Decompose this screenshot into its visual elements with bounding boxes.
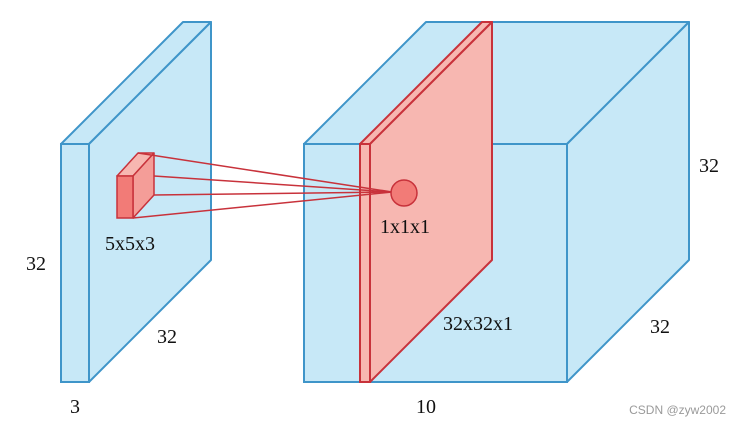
input-height-label: 32 [26, 253, 46, 275]
output-width-label: 32 [650, 316, 670, 338]
input-width-label: 32 [157, 326, 177, 348]
projection-line [132, 191, 393, 219]
filter-cube [116, 152, 155, 219]
activation-map-slice [359, 21, 493, 383]
watermark: CSDN @zyw2002 [629, 403, 726, 417]
input-depth-label: 3 [70, 396, 80, 418]
projection-line [153, 175, 393, 193]
projection-line [153, 191, 393, 196]
input-volume-front-face [60, 143, 90, 383]
projection-lines [132, 152, 393, 219]
input-volume [60, 21, 212, 383]
output-depth-label: 10 [416, 396, 436, 418]
filter-size-label: 5x5x3 [105, 233, 155, 255]
output-volume [303, 21, 690, 383]
projection-line [137, 152, 393, 193]
output-point-label: 1x1x1 [380, 216, 430, 238]
output-height-label: 32 [699, 155, 719, 177]
activation-map-front-edge [359, 143, 371, 383]
output-neuron [390, 179, 418, 207]
activation-map-label: 32x32x1 [443, 313, 513, 335]
filter-front-face [116, 175, 134, 219]
